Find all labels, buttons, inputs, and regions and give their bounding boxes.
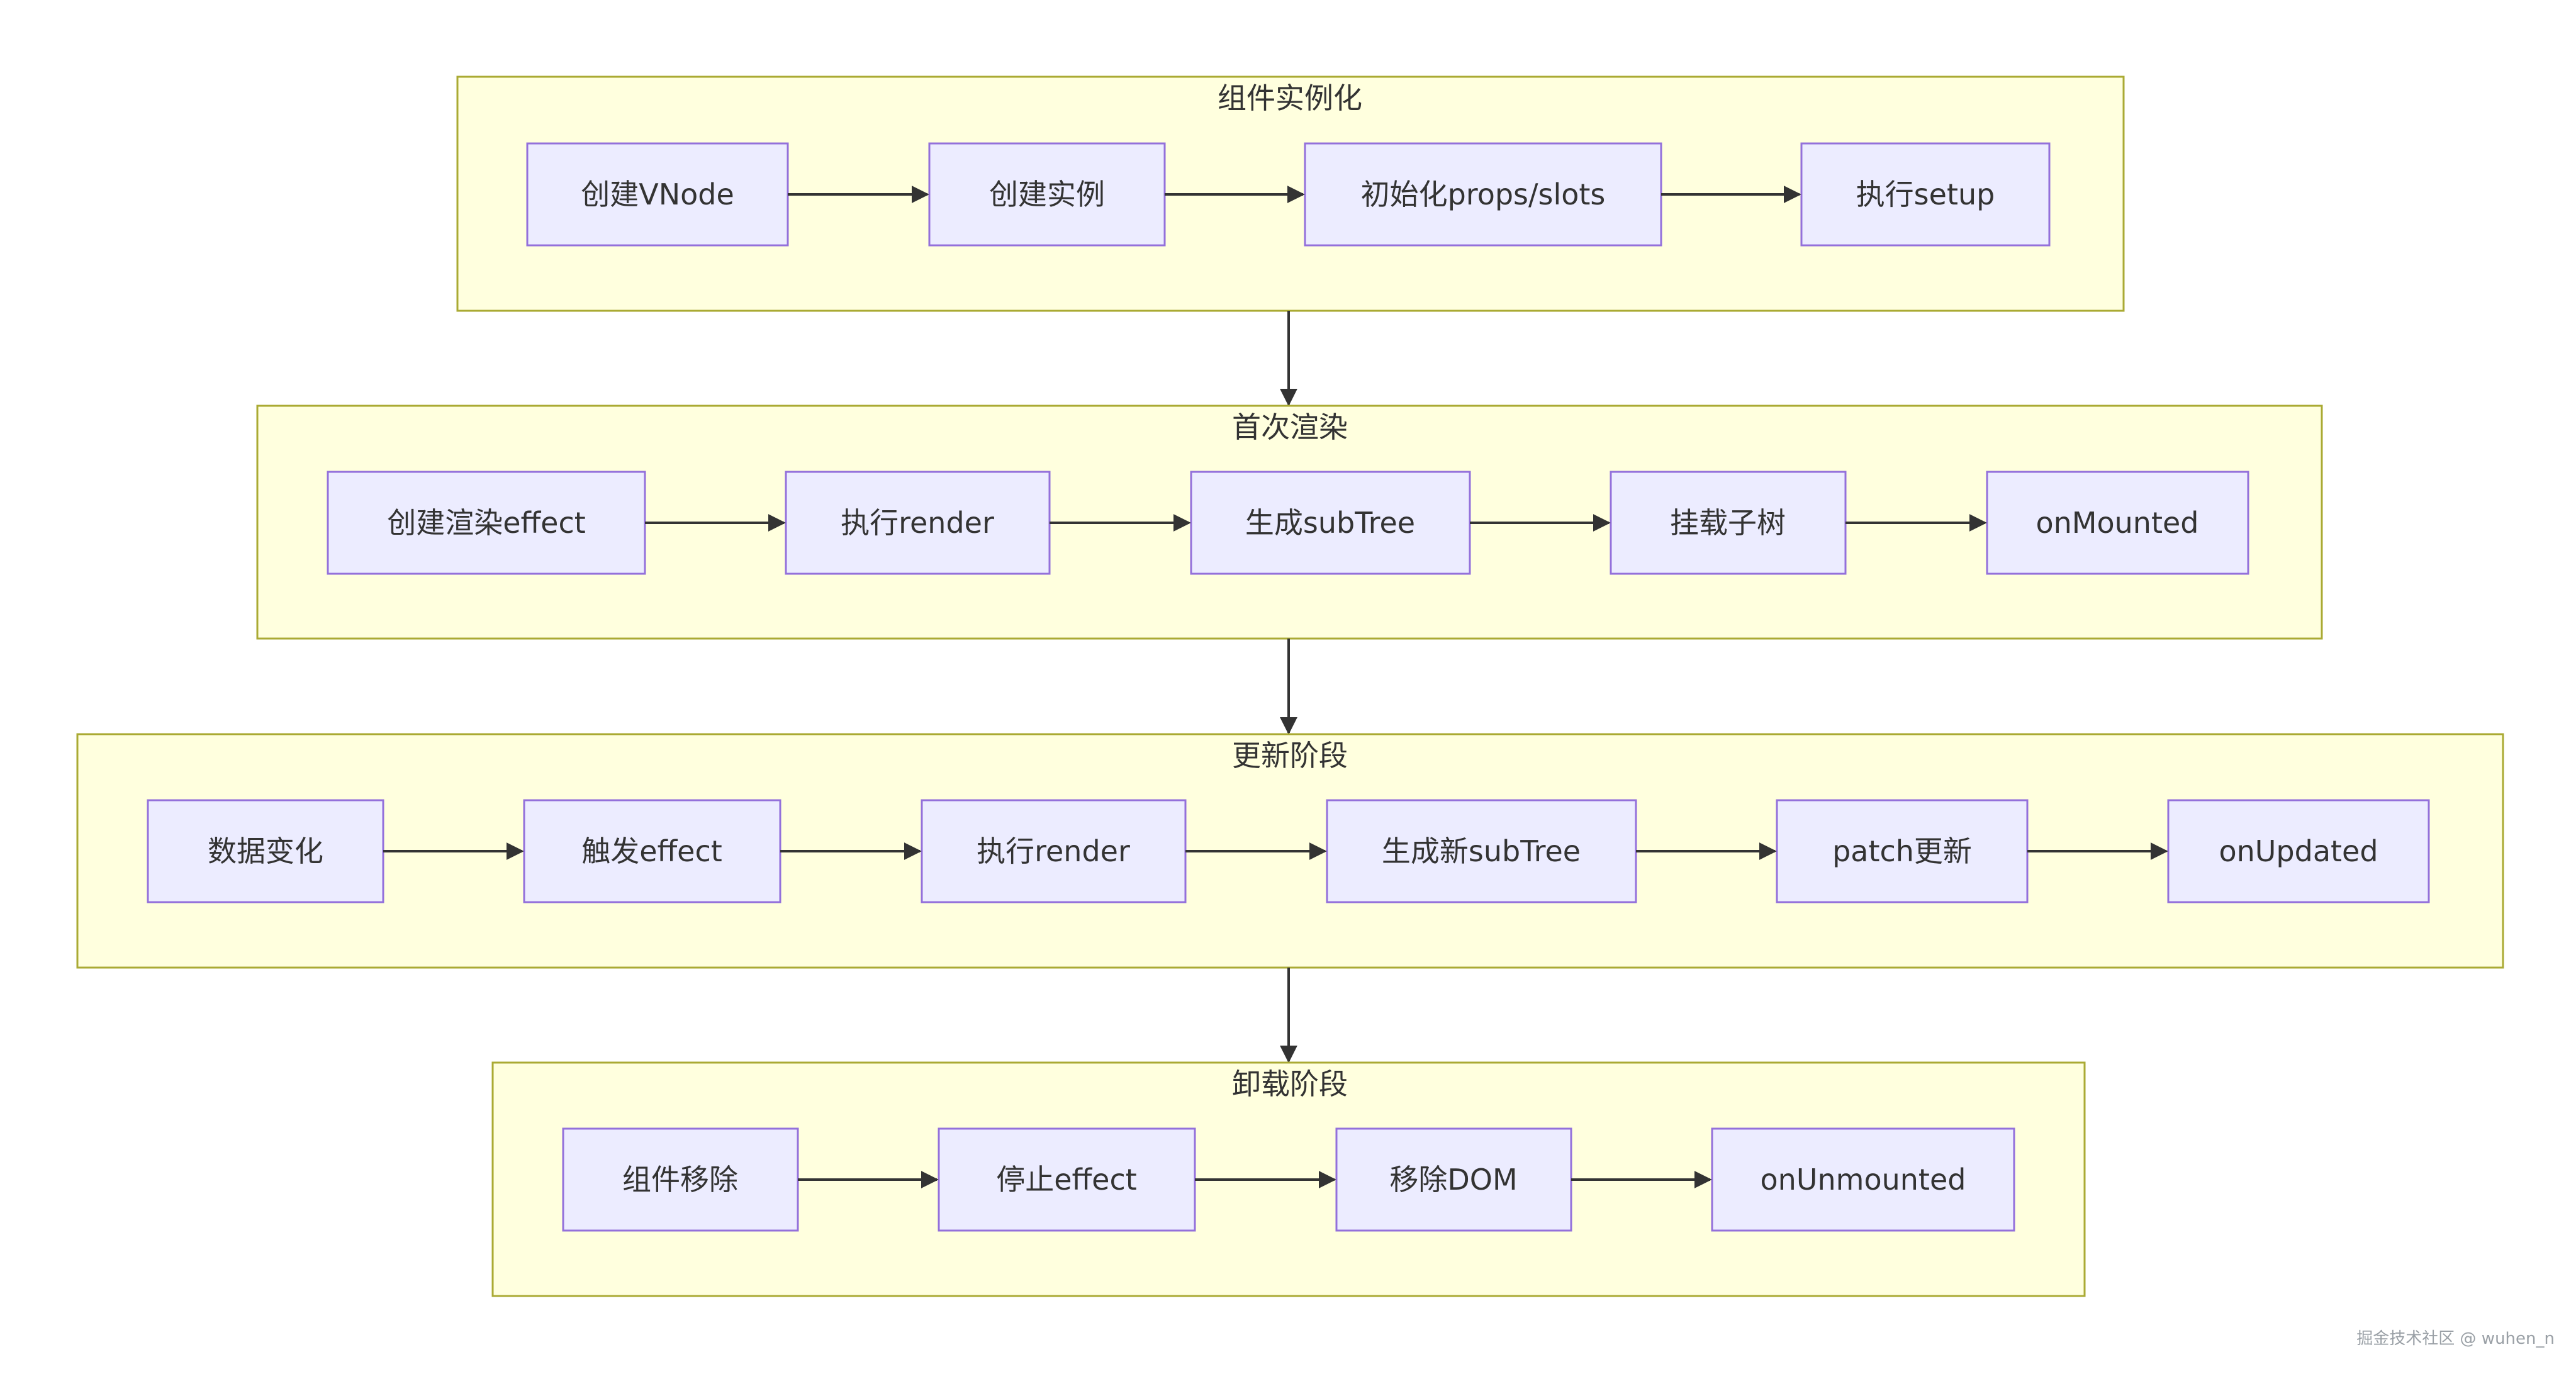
group-instantiate-title: 组件实例化 — [1218, 81, 1362, 115]
node-on-mounted-label: onMounted — [2036, 506, 2199, 540]
node-mount-subtree: 挂载子树 — [1610, 471, 1847, 575]
node-create-instance-box — [928, 142, 1166, 247]
node-mount-subtree-label: 挂载子树 — [1670, 506, 1786, 540]
node-on-updated: onUpdated — [2167, 799, 2430, 903]
node-create-render-effect-label: 创建渲染effect — [387, 506, 586, 540]
node-run-setup: 执行setup — [1800, 142, 2051, 247]
node-data-change-box — [147, 799, 384, 903]
node-run-render-1: 执行render — [785, 471, 1051, 575]
node-run-setup-box — [1800, 142, 2051, 247]
node-gen-new-subtree: 生成新subTree — [1326, 799, 1637, 903]
node-patch-update: patch更新 — [1776, 799, 2029, 903]
node-init-props-slots-box — [1304, 142, 1662, 247]
node-on-mounted: onMounted — [1986, 471, 2249, 575]
node-run-render-1-label: 执行render — [841, 506, 994, 540]
node-create-render-effect: 创建渲染effect — [327, 471, 646, 575]
group-update: 更新阶段 数据变化 触发effect 执行render 生成新subTree p… — [76, 733, 2504, 969]
node-data-change: 数据变化 — [147, 799, 384, 903]
node-component-removed: 组件移除 — [562, 1127, 799, 1232]
node-gen-new-subtree-box — [1326, 799, 1637, 903]
node-component-removed-box — [562, 1127, 799, 1232]
node-on-unmounted: onUnmounted — [1711, 1127, 2015, 1232]
node-on-unmounted-box — [1711, 1127, 2015, 1232]
node-mount-subtree-box — [1610, 471, 1847, 575]
node-gen-subtree: 生成subTree — [1190, 471, 1471, 575]
node-create-vnode-label: 创建VNode — [581, 177, 734, 211]
node-stop-effect: 停止effect — [938, 1127, 1196, 1232]
node-gen-new-subtree-label: 生成新subTree — [1382, 834, 1581, 868]
node-trigger-effect-box — [523, 799, 781, 903]
node-remove-dom-label: 移除DOM — [1389, 1163, 1517, 1197]
watermark: 掘金技术社区 @ wuhen_n — [2356, 1329, 2555, 1348]
node-on-mounted-box — [1986, 471, 2249, 575]
node-patch-update-box — [1776, 799, 2029, 903]
node-component-removed-label: 组件移除 — [622, 1163, 738, 1197]
node-gen-subtree-box — [1190, 471, 1471, 575]
node-data-change-label: 数据变化 — [208, 834, 323, 868]
node-run-render-2: 执行render — [921, 799, 1187, 903]
node-trigger-effect: 触发effect — [523, 799, 781, 903]
group-unmount: 卸载阶段 组件移除 停止effect 移除DOM onUnmounted — [491, 1061, 2086, 1297]
node-create-instance: 创建实例 — [928, 142, 1166, 247]
node-create-instance-label: 创建实例 — [989, 177, 1105, 211]
node-gen-subtree-label: 生成subTree — [1245, 506, 1415, 540]
node-init-props-slots-label: 初始化props/slots — [1361, 177, 1606, 211]
group-update-title: 更新阶段 — [1232, 739, 1348, 773]
node-run-setup-label: 执行setup — [1856, 177, 1995, 211]
node-create-vnode-box — [526, 142, 789, 247]
node-create-vnode: 创建VNode — [526, 142, 789, 247]
node-on-unmounted-label: onUnmounted — [1761, 1163, 1966, 1197]
node-run-render-2-label: 执行render — [977, 834, 1130, 868]
group-unmount-title: 卸载阶段 — [1232, 1067, 1348, 1101]
group-instantiate: 组件实例化 创建VNode 创建实例 初始化props/slots 执行setu… — [456, 75, 2125, 312]
group-first-render: 首次渲染 创建渲染effect 执行render 生成subTree 挂载子树 … — [256, 405, 2323, 640]
group-first-render-title: 首次渲染 — [1232, 410, 1348, 444]
node-init-props-slots: 初始化props/slots — [1304, 142, 1662, 247]
node-run-render-2-box — [921, 799, 1187, 903]
node-remove-dom: 移除DOM — [1335, 1127, 1572, 1232]
node-trigger-effect-label: 触发effect — [581, 834, 722, 868]
node-stop-effect-label: 停止effect — [996, 1163, 1137, 1197]
node-on-updated-box — [2167, 799, 2430, 903]
node-on-updated-label: onUpdated — [2219, 834, 2378, 868]
node-stop-effect-box — [938, 1127, 1196, 1232]
node-patch-update-label: patch更新 — [1832, 834, 1972, 868]
